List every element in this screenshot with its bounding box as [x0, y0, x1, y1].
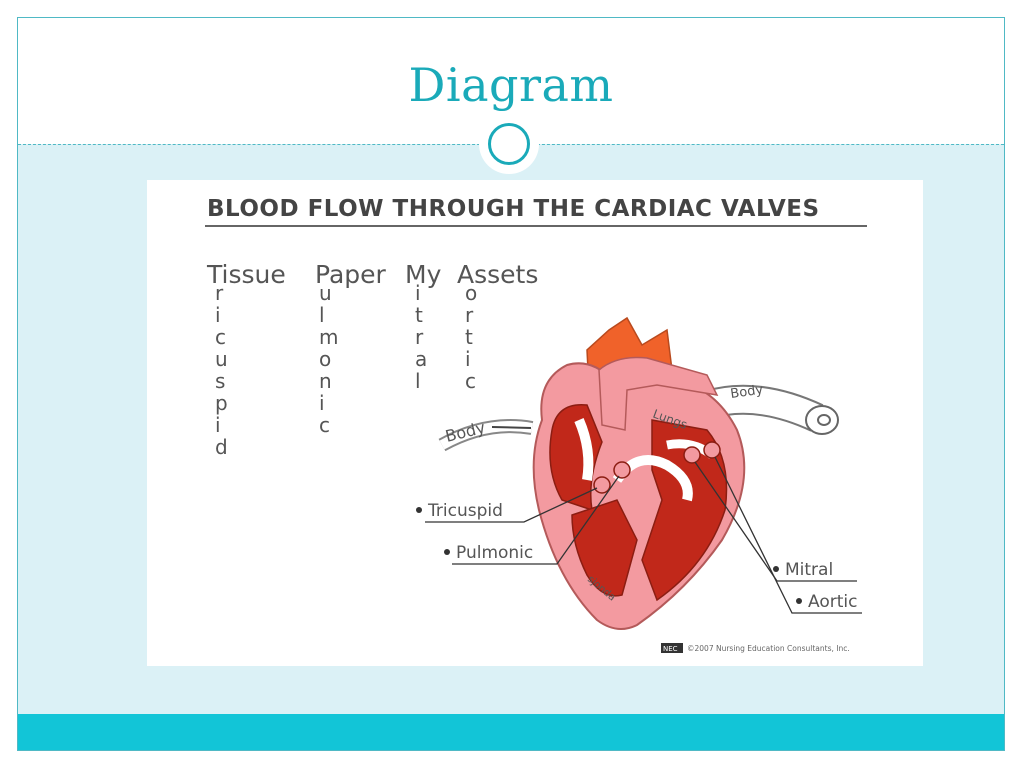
- acronym-letter: c: [319, 413, 330, 437]
- acronym-letter: i: [319, 391, 325, 415]
- acronym-letter: r: [415, 325, 424, 349]
- acronym-letter: i: [215, 303, 221, 327]
- mitral-bullet: [773, 566, 779, 572]
- slide-title: Diagram: [408, 58, 614, 112]
- acronym-letter: o: [319, 347, 331, 371]
- acronym-letter: m: [319, 325, 338, 349]
- mnemonic-word-2: Paper: [315, 260, 387, 289]
- acronym-letter: p: [215, 391, 228, 415]
- acronym-letter: t: [465, 325, 473, 349]
- bottom-bar: [18, 714, 1004, 750]
- pulmonic-label: Pulmonic: [456, 543, 533, 563]
- acronym-letter: d: [215, 435, 228, 459]
- acronym-letter: c: [465, 369, 476, 393]
- tricuspid-leader: [425, 487, 598, 523]
- ornament-ring-icon: [488, 123, 530, 165]
- aortic-label: Aortic: [808, 592, 857, 612]
- aortic-leader: [714, 456, 862, 614]
- aorta-opening-inner: [817, 414, 831, 426]
- body-out-label: Body: [729, 382, 764, 401]
- flow-path-right: [574, 418, 594, 481]
- aorta-opening: [805, 405, 839, 435]
- acronym-letter: l: [415, 369, 421, 393]
- diagram-image: BLOOD FLOW THROUGH THE CARDIAC VALVES Ti…: [147, 180, 923, 666]
- cardiac-valves-figure: BLOOD FLOW THROUGH THE CARDIAC VALVES Ti…: [205, 196, 867, 653]
- mitral-leader: [694, 461, 857, 582]
- aortic-valve-icon: [703, 441, 721, 459]
- slide-frame: Diagram BLOOD FLOW THROUGH THE CARDIAC V…: [17, 17, 1005, 751]
- pulmonic-valve-icon: [613, 461, 631, 479]
- tricuspid-bullet: [416, 507, 422, 513]
- right-ventricle: [571, 499, 638, 597]
- acronym-letter: u: [215, 347, 228, 371]
- vena-cava-lumen: [439, 421, 533, 450]
- body-in-arrow: [491, 426, 532, 429]
- tricuspid-label: Tricuspid: [427, 501, 503, 521]
- right-atrium: [549, 403, 603, 512]
- acronym-letter: o: [465, 281, 477, 305]
- acronym-letter: l: [319, 303, 325, 327]
- mitral-valve-icon: [683, 446, 701, 464]
- acronym-letter: t: [415, 303, 423, 327]
- copyright-logo-text: NEC: [663, 645, 678, 653]
- pulmonic-bullet: [444, 549, 450, 555]
- acronym-letter: r: [465, 303, 474, 327]
- copyright-text: ©2007 Nursing Education Consultants, Inc…: [687, 644, 850, 653]
- acronym-letter: a: [415, 347, 427, 371]
- mnemonic-word-1: Tissue: [206, 260, 286, 289]
- acronym-letter: r: [215, 281, 224, 305]
- acronym-letter: c: [215, 325, 226, 349]
- mitral-label: Mitral: [785, 560, 833, 580]
- acronym-letter: i: [465, 347, 471, 371]
- pulmonic-leader: [452, 475, 620, 565]
- mnemonic-word-4: Assets: [457, 260, 538, 289]
- copyright-logo: [661, 643, 683, 653]
- pulmonary-artery: [598, 356, 719, 431]
- acronym-letter: u: [319, 281, 332, 305]
- mnemonic-word-3: My: [405, 260, 442, 289]
- aortic-bullet: [796, 598, 802, 604]
- acronym-letter: s: [215, 369, 225, 393]
- acronym-letter: i: [215, 413, 221, 437]
- acronym-letter: n: [319, 369, 332, 393]
- tricuspid-valve-icon: [593, 476, 611, 494]
- acronym-letter: i: [415, 281, 421, 305]
- figure-heading: BLOOD FLOW THROUGH THE CARDIAC VALVES: [207, 196, 820, 222]
